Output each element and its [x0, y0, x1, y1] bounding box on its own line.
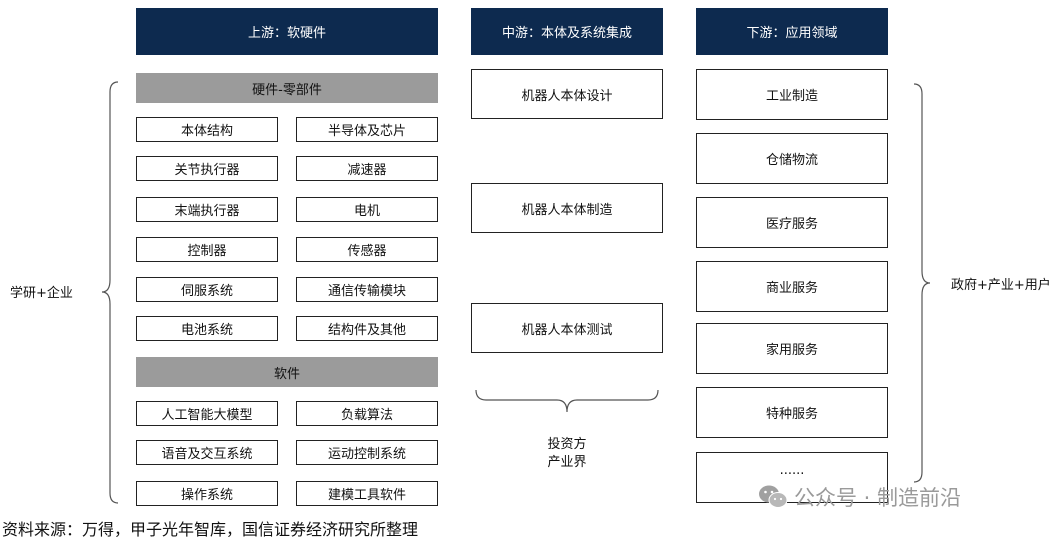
midstream-item: 机器人本体制造 — [471, 183, 663, 233]
software-category-title: 软件 — [136, 357, 438, 387]
wechat-watermark: 公众号 · 制造前沿 — [758, 482, 961, 512]
hardware-item: 关节执行器 — [136, 156, 278, 181]
header-midstream: 中游：本体及系统集成 — [471, 8, 663, 55]
brace-label-line2: 产业界 — [547, 455, 587, 470]
wechat-icon — [759, 485, 788, 508]
source-note: 资料来源：万得，甲子光年智库，国信证券经济研究所整理 — [2, 520, 419, 539]
hardware-item: 减速器 — [296, 156, 438, 181]
software-item: 负载算法 — [296, 401, 438, 426]
header-upstream: 上游：软硬件 — [136, 8, 438, 55]
right-side-label: 政府+产业+用户 — [951, 278, 1051, 293]
brace-bottom-icon — [475, 389, 659, 413]
hardware-item: 电机 — [296, 197, 438, 222]
hardware-item: 伺服系统 — [136, 277, 278, 302]
software-item: 运动控制系统 — [296, 440, 438, 465]
midstream-item: 机器人本体测试 — [471, 303, 663, 353]
hardware-item: 电池系统 — [136, 316, 278, 341]
downstream-item: ...... — [696, 452, 888, 503]
investor-industry-label: 投资方 产业界 — [517, 436, 617, 472]
brace-left-icon — [101, 81, 119, 504]
hardware-item: 传感器 — [296, 237, 438, 262]
software-item: 建模工具软件 — [296, 481, 438, 506]
downstream-item: 仓储物流 — [696, 133, 888, 184]
hardware-item: 控制器 — [136, 237, 278, 262]
software-item: 操作系统 — [136, 481, 278, 506]
watermark-text: 公众号 · 制造前沿 — [794, 486, 962, 510]
left-side-label: 学研+企业 — [10, 286, 73, 301]
downstream-item: 工业制造 — [696, 69, 888, 120]
downstream-item: 特种服务 — [696, 387, 888, 438]
brace-right-icon — [913, 83, 931, 483]
downstream-item: 商业服务 — [696, 261, 888, 312]
software-item: 人工智能大模型 — [136, 401, 278, 426]
hardware-item: 结构件及其他 — [296, 316, 438, 341]
midstream-item: 机器人本体设计 — [471, 69, 663, 119]
hardware-item: 半导体及芯片 — [296, 117, 438, 142]
hardware-item: 末端执行器 — [136, 197, 278, 222]
hardware-item: 本体结构 — [136, 117, 278, 142]
brace-label-line1: 投资方 — [547, 437, 587, 452]
hardware-category-title: 硬件-零部件 — [136, 73, 438, 103]
downstream-item: 家用服务 — [696, 323, 888, 374]
downstream-item: 医疗服务 — [696, 197, 888, 248]
software-item: 语音及交互系统 — [136, 440, 278, 465]
hardware-item: 通信传输模块 — [296, 277, 438, 302]
header-downstream: 下游：应用领域 — [696, 8, 888, 55]
